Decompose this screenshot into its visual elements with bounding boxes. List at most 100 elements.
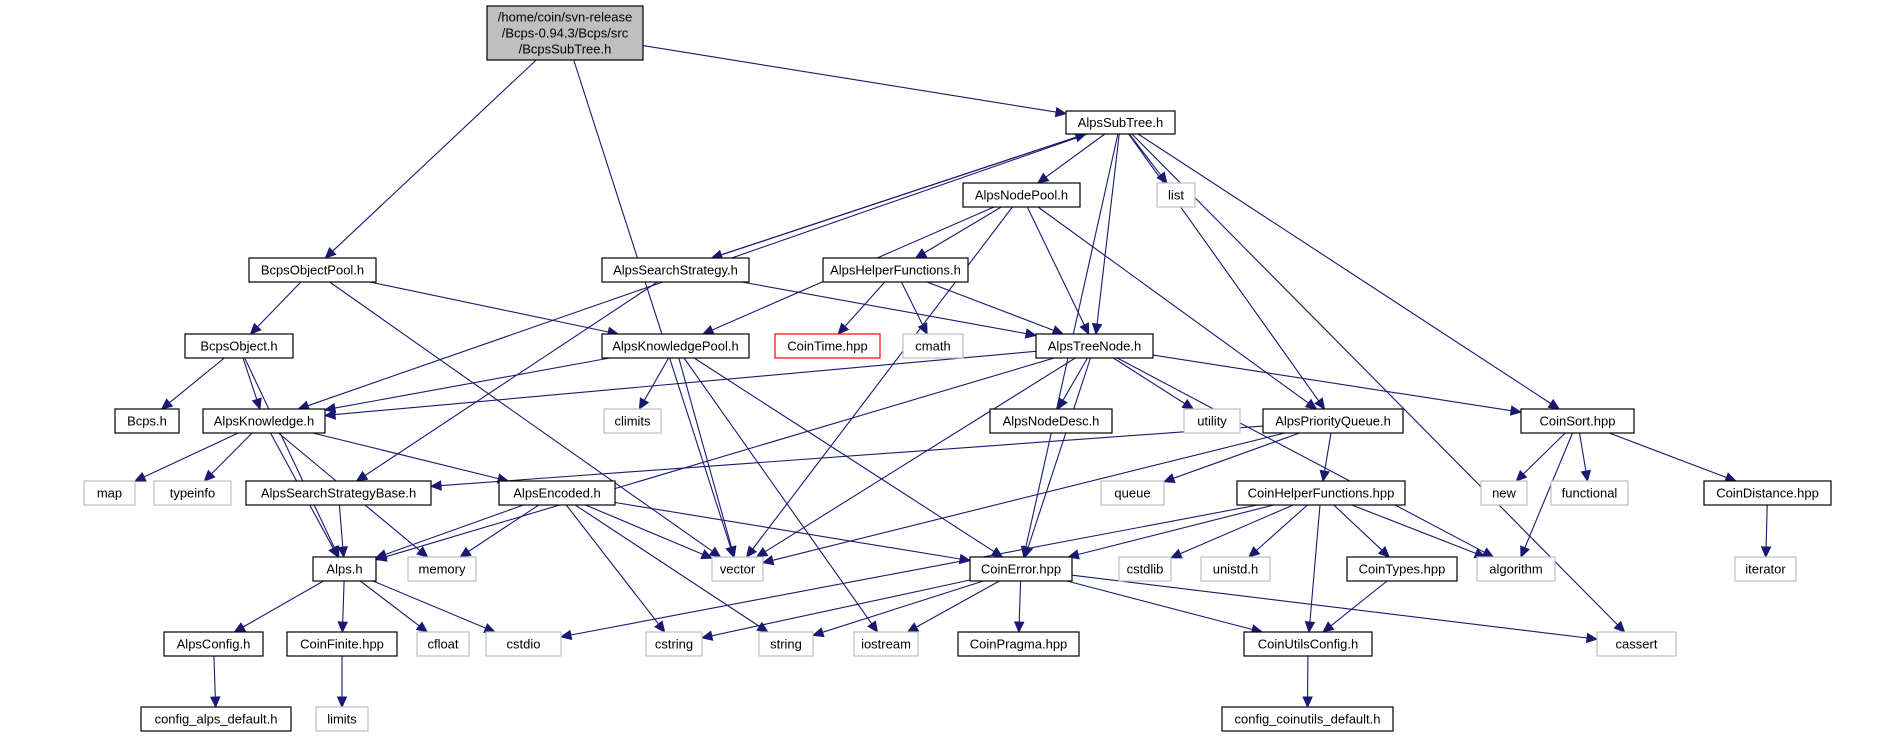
node-box [1346, 556, 1458, 582]
node-coin-types[interactable]: CoinTypes.hpp [1346, 556, 1458, 582]
edges-layer [133, 45, 1772, 709]
node-alps-knowledge-pool[interactable]: AlpsKnowledgePool.h [601, 333, 750, 359]
node-algorithm: algorithm [1476, 556, 1556, 582]
arrowhead-icon [837, 322, 850, 335]
node-alps-knowledge[interactable]: AlpsKnowledge.h [202, 408, 326, 434]
node-label: map [97, 486, 122, 501]
edge-alps-node-pool-to-alps-helper-functions [914, 206, 1002, 259]
nodes-layer: /home/coin/svn-release/Bcps-0.94.3/Bcps/… [83, 5, 1832, 732]
edge-alps-priority-queue-to-vector [761, 432, 1285, 566]
node-alps-node-desc[interactable]: AlpsNodeDesc.h [989, 408, 1113, 434]
node-coin-sort[interactable]: CoinSort.hpp [1520, 408, 1635, 434]
edge-line [683, 357, 873, 625]
edge-line [1333, 504, 1383, 551]
edge-line [1116, 357, 1485, 553]
edge-line [924, 206, 1002, 254]
edge-line [1045, 133, 1106, 178]
arrowhead-icon [1314, 397, 1326, 410]
node-limits: limits [315, 706, 369, 732]
edge-line [678, 357, 733, 548]
node-box [645, 631, 703, 657]
node-coin-error[interactable]: CoinError.hpp [969, 556, 1073, 582]
edge-alps-tree-node-to-alps-node-desc [1057, 357, 1088, 411]
edge-alps-priority-queue-to-queue [1162, 432, 1300, 484]
arrowhead-icon [917, 322, 928, 336]
edge-line [741, 281, 1027, 335]
node-label: AlpsNodePool.h [975, 188, 1068, 203]
node-label: CoinTypes.hpp [1359, 562, 1446, 577]
edge-coin-utils-config-to-config-coinutils-default [1302, 655, 1313, 709]
arrowhead-icon [1613, 620, 1626, 633]
edge-coin-helper-functions-to-coin-utils-config [1304, 504, 1321, 634]
edge-line [711, 579, 971, 637]
node-coin-time[interactable]: CoinTime.hpp [774, 333, 881, 359]
node-box [153, 480, 232, 506]
node-alps-search-strategy-base[interactable]: AlpsSearchStrategyBase.h [245, 480, 432, 506]
edge-alps-search-strategy-to-alps-tree-node [741, 281, 1038, 339]
node-config-alps-default[interactable]: config_alps_default.h [140, 706, 292, 732]
node-bcps-object[interactable]: BcpsObject.h [184, 333, 294, 359]
node-root[interactable]: /home/coin/svn-release/Bcps-0.94.3/Bcps/… [486, 5, 644, 61]
arrowhead-icon [1515, 469, 1528, 482]
edge-bcps-object-to-bcps [160, 357, 225, 410]
node-label: utility [1197, 414, 1227, 429]
edge-line [332, 59, 537, 252]
node-alps[interactable]: Alps.h [312, 556, 377, 582]
node-coin-helper-functions[interactable]: CoinHelperFunctions.hpp [1236, 480, 1406, 506]
arrowhead-icon [755, 546, 769, 558]
node-typeinfo: typeinfo [153, 480, 232, 506]
node-coin-finite[interactable]: CoinFinite.hpp [286, 631, 398, 657]
edge-alps-helper-functions-to-alps-tree-node [926, 281, 1065, 336]
edge-line [338, 504, 344, 548]
node-coin-distance[interactable]: CoinDistance.hpp [1703, 480, 1832, 506]
node-alps-config[interactable]: AlpsConfig.h [163, 631, 264, 657]
edge-alps-to-coin-finite [337, 580, 348, 634]
node-label: AlpsSearchStrategy.h [613, 263, 738, 278]
edge-bcps-object-pool-to-alps-knowledge-pool [369, 281, 620, 338]
node-coin-utils-config[interactable]: CoinUtilsConfig.h [1243, 631, 1373, 657]
node-bcps[interactable]: Bcps.h [114, 408, 180, 434]
edge-alps-sub-tree-to-list [1128, 133, 1168, 184]
node-alps-node-pool[interactable]: AlpsNodePool.h [962, 182, 1081, 208]
node-label: AlpsHelperFunctions.h [830, 263, 961, 278]
node-box [114, 408, 180, 434]
node-label: AlpsEncoded.h [513, 486, 600, 501]
node-coin-pragma[interactable]: CoinPragma.hpp [957, 631, 1080, 657]
edge-alps-knowledge-pool-to-iostream [683, 357, 879, 634]
node-alps-sub-tree[interactable]: AlpsSubTree.h [1065, 110, 1176, 135]
edge-line [385, 504, 524, 555]
edge-coin-error-to-cassert [1071, 574, 1599, 644]
node-bcps-object-pool[interactable]: BcpsObjectPool.h [248, 257, 377, 283]
edge-line [1765, 504, 1768, 548]
edge-line [900, 281, 924, 326]
edge-line [711, 136, 1077, 259]
node-alps-search-strategy[interactable]: AlpsSearchStrategy.h [601, 257, 750, 283]
node-label: CoinError.hpp [981, 562, 1061, 577]
edge-alps-tree-node-to-coin-sort [1152, 354, 1523, 416]
arrowhead-icon [990, 546, 1004, 558]
node-box [1476, 556, 1556, 582]
node-alps-helper-functions[interactable]: AlpsHelperFunctions.h [822, 257, 969, 283]
node-iostream: iostream [853, 631, 919, 657]
node-label: /BcpsSubTree.h [519, 42, 612, 57]
edge-line [468, 504, 540, 552]
node-alps-priority-queue[interactable]: AlpsPriorityQueue.h [1262, 408, 1404, 434]
edge-line [1578, 432, 1587, 472]
node-box [962, 182, 1081, 208]
node-label: limits [327, 712, 357, 727]
arrowhead-icon [638, 397, 650, 411]
node-label: CoinDistance.hpp [1716, 486, 1819, 501]
edge-alps-encoded-to-cstring [565, 504, 666, 633]
edge-line [1309, 504, 1321, 623]
node-label: AlpsKnowledgePool.h [612, 339, 738, 354]
node-box [1550, 480, 1629, 506]
edge-line [1018, 580, 1022, 623]
node-label: config_coinutils_default.h [1235, 712, 1381, 727]
arrowhead-icon [914, 248, 928, 259]
edge-coin-sort-to-functional [1578, 432, 1591, 483]
node-alps-tree-node[interactable]: AlpsTreeNode.h [1035, 333, 1154, 359]
arrowhead-icon [459, 546, 472, 558]
node-alps-encoded[interactable]: AlpsEncoded.h [498, 480, 616, 506]
node-config-coinutils-default[interactable]: config_coinutils_default.h [1221, 706, 1394, 732]
edge-line [1026, 206, 1085, 326]
